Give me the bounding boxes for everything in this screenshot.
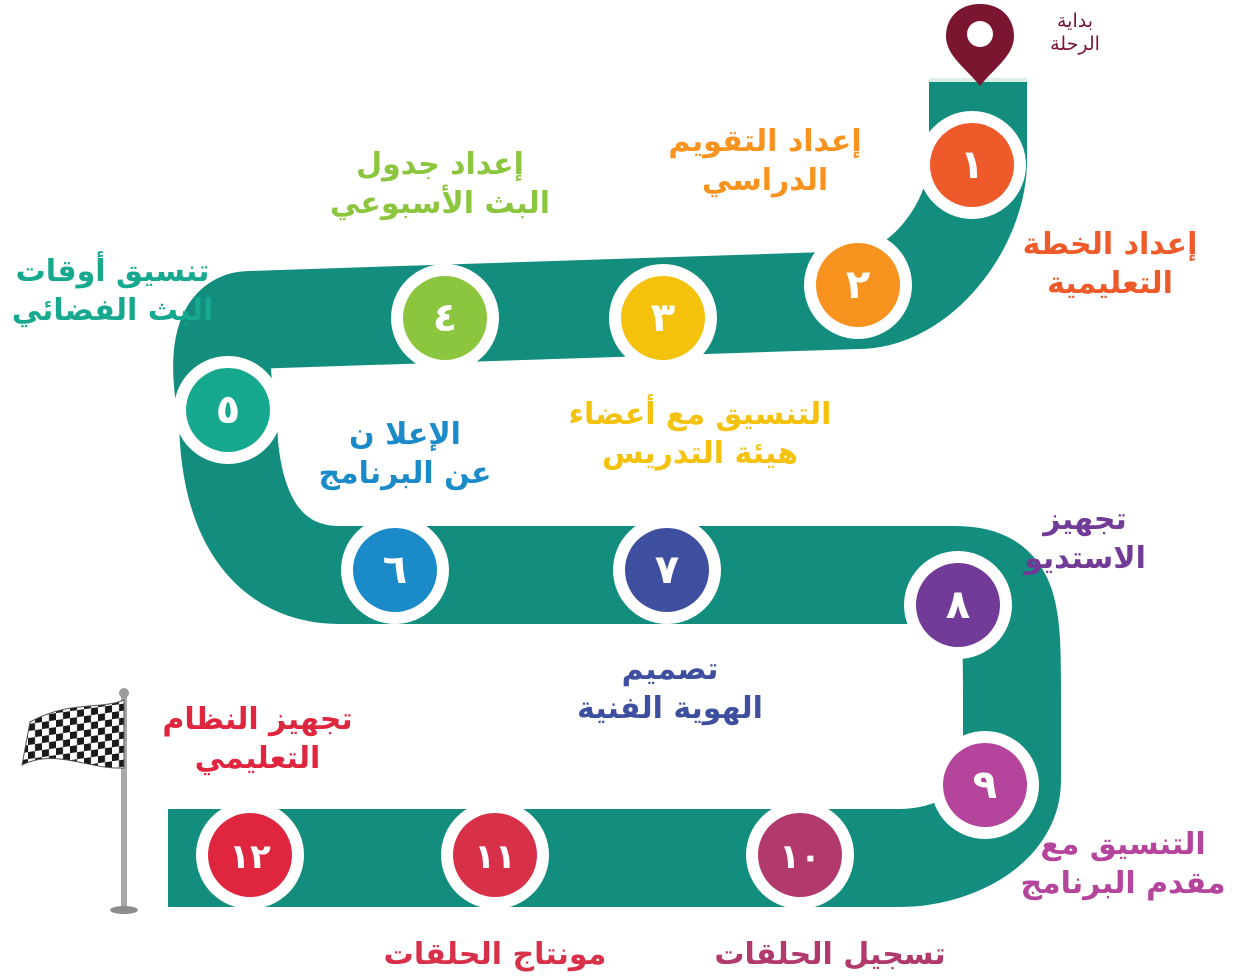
step-3-label-line2: هيئة التدريس <box>602 436 798 471</box>
step-4-number: ٤ <box>433 295 457 341</box>
start-label: بداية الرحلة <box>1030 10 1120 56</box>
step-2-label: إعداد التقويم الدراسي <box>630 122 900 200</box>
step-6-marker: ٦ <box>341 516 449 624</box>
step-9-label: التنسيق مع مقدم البرنامج <box>1005 825 1241 903</box>
step-9-number: ٩ <box>973 762 997 808</box>
step-10-label: تسجيل الحلقات <box>690 935 970 974</box>
step-7-label: تصميم الهوية الفنية <box>545 650 795 728</box>
step-8-label-line2: الاستديو <box>1024 541 1146 576</box>
step-9-badge <box>943 743 1027 827</box>
step-4-badge <box>403 276 487 360</box>
step-10-badge <box>758 813 842 897</box>
step-10-number: ١٠ <box>779 837 821 877</box>
step-9-label-line2: مقدم البرنامج <box>1020 866 1226 901</box>
step-12-label-line2: التعليمي <box>194 741 321 776</box>
step-1-marker: ١ <box>918 111 1026 219</box>
step-11-badge <box>453 813 537 897</box>
step-2-badge <box>816 243 900 327</box>
step-2-label-line2: الدراسي <box>701 163 829 198</box>
step-10-label-line1: تسجيل الحلقات <box>714 937 946 972</box>
step-12-number: ١٢ <box>229 837 271 877</box>
step-3-badge <box>621 276 705 360</box>
step-12-label-line1: تجهيز النظام <box>162 702 353 737</box>
step-7-marker: ٧ <box>613 516 721 624</box>
step-11-marker: ١١ <box>441 801 549 909</box>
step-2-label-line1: إعداد التقويم <box>668 124 862 159</box>
step-8-badge <box>916 563 1000 647</box>
step-12-label: تجهيز النظام التعليمي <box>135 700 380 778</box>
step-9-marker: ٩ <box>931 731 1039 839</box>
step-5-number: ٥ <box>216 387 240 433</box>
step-1-label: إعداد الخطة التعليمية <box>995 225 1225 303</box>
step-8-label-line1: تجهيز <box>1043 502 1127 537</box>
start-label-line1: بداية <box>1056 10 1093 32</box>
step-5-label: تنسيق أوقات البث الفضائي <box>0 252 225 330</box>
step-5-badge <box>186 368 270 452</box>
step-4-label-line1: إعداد جدول <box>356 147 524 182</box>
location-pin-icon <box>946 4 1014 86</box>
step-7-label-line2: الهوية الفنية <box>577 691 763 726</box>
step-7-label-line1: تصميم <box>621 652 719 687</box>
step-11-number: ١١ <box>474 837 516 877</box>
step-2-number: ٢ <box>846 262 870 308</box>
checkered-flag-icon <box>21 688 138 914</box>
step-6-badge <box>353 528 437 612</box>
step-12-marker: ١٢ <box>196 801 304 909</box>
step-4-label: إعداد جدول البث الأسبوعي <box>310 145 570 223</box>
step-1-label-line1: إعداد الخطة <box>1022 227 1198 262</box>
step-11-label: مونتاج الحلقات <box>360 935 630 974</box>
finish-line <box>158 808 168 908</box>
step-4-label-line2: البث الأسبوعي <box>329 186 551 221</box>
step-1-label-line2: التعليمية <box>1047 266 1173 301</box>
step-7-badge <box>625 528 709 612</box>
step-9-label-line1: التنسيق مع <box>1040 827 1206 862</box>
step-7-number: ٧ <box>655 547 679 593</box>
step-6-label-line2: عن البرنامج <box>318 456 492 491</box>
step-4-marker: ٤ <box>391 264 499 372</box>
step-11-label-line1: مونتاج الحلقات <box>383 937 607 972</box>
step-6-number: ٦ <box>383 547 407 593</box>
step-8-label: تجهيز الاستديو <box>1000 500 1170 578</box>
start-label-line2: الرحلة <box>1050 32 1100 55</box>
step-5-label-line2: البث الفضائي <box>11 293 214 328</box>
step-1-badge <box>930 123 1014 207</box>
step-6-label-line1: الإعلا ن <box>349 417 461 452</box>
step-3-number: ٣ <box>651 295 675 341</box>
step-3-marker: ٣ <box>609 264 717 372</box>
step-8-marker: ٨ <box>904 551 1012 659</box>
step-12-badge <box>208 813 292 897</box>
step-3-label-line1: التنسيق مع أعضاء <box>568 397 832 432</box>
step-6-label: الإعلا ن عن البرنامج <box>290 415 520 493</box>
step-1-number: ١ <box>960 142 984 188</box>
step-10-marker: ١٠ <box>746 801 854 909</box>
step-5-marker: ٥ <box>174 356 282 464</box>
step-8-number: ٨ <box>946 582 970 628</box>
step-5-label-line1: تنسيق أوقات <box>15 254 210 289</box>
step-3-label: التنسيق مع أعضاء هيئة التدريس <box>540 395 860 473</box>
step-2-marker: ٢ <box>804 231 912 339</box>
